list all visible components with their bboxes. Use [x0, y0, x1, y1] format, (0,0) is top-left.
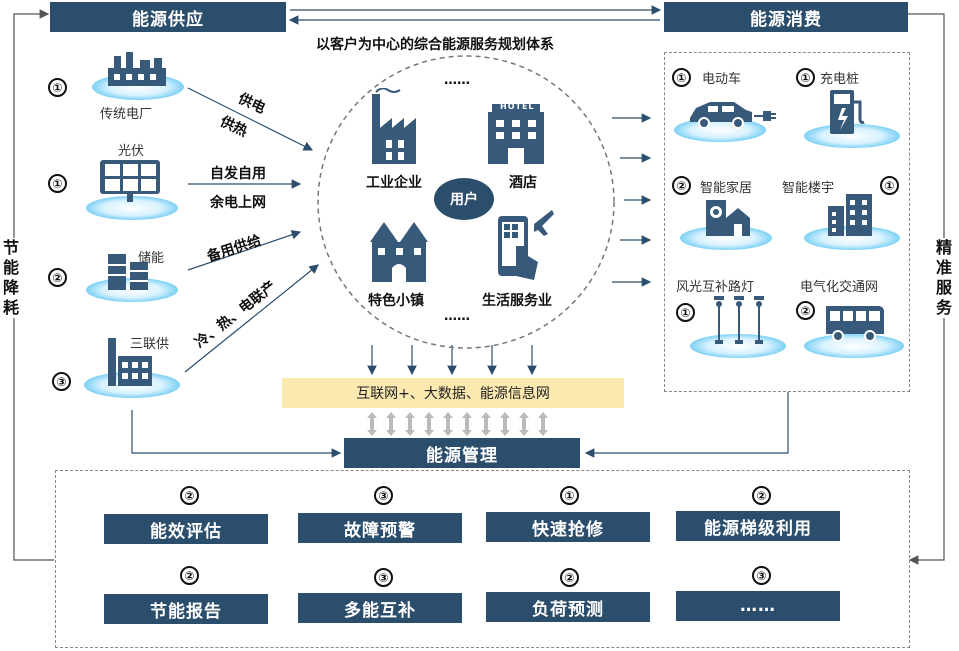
mgmt-cascade-utilization: 能源梯级利用: [676, 511, 840, 541]
user-node: 用户: [434, 178, 494, 220]
battery-storage-icon: [108, 254, 148, 290]
consumption-3-num: ②: [672, 176, 691, 195]
supply-4-num: ③: [52, 372, 71, 391]
management-header: 能源管理: [344, 438, 580, 468]
consumption-1-num: ①: [672, 68, 691, 87]
hotel-icon: [488, 104, 544, 164]
sync-arrow: [500, 412, 510, 436]
user-label: 用户: [450, 192, 478, 208]
mgmt-fault-warning: 故障预警: [298, 513, 462, 543]
mgmt-1-num: ②: [180, 486, 199, 505]
supply-4-label: 三联供: [130, 337, 170, 352]
mgmt-5-num: ②: [180, 566, 199, 585]
trigeneration-plant-icon: [108, 338, 152, 386]
mgmt-energy-saving-report: 节能报告: [104, 594, 268, 624]
mgmt-4-num: ②: [752, 486, 771, 505]
charging-station-icon: [830, 90, 865, 134]
consumption-2-label: 充电桩: [820, 72, 860, 87]
hotel-sign: HOTEL: [500, 102, 535, 111]
electric-car-icon: [690, 102, 776, 129]
supply-3-num: ②: [48, 268, 67, 287]
consumption-3-label: 智能家居: [700, 181, 753, 196]
building-icon: [828, 194, 872, 236]
consumption-4-label: 智能楼宇: [782, 181, 835, 196]
mgmt-more: ……: [676, 591, 840, 621]
side-label-left: 节能降耗: [2, 238, 20, 318]
sync-arrow: [519, 412, 529, 436]
sync-arrow: [367, 412, 377, 436]
ellipsis-top: ……: [444, 73, 470, 88]
mgmt-7-num: ②: [560, 568, 579, 587]
town-label: 特色小镇: [368, 293, 424, 309]
internet-label: 互联网+、大数据、能源信息网: [356, 386, 550, 402]
mgmt-energy-efficiency-evaluation: 能效评估: [104, 514, 268, 544]
supply-2-label: 光伏: [118, 144, 145, 159]
internet-bar: 互联网+、大数据、能源信息网: [282, 378, 624, 408]
consumption-4-num: ①: [880, 176, 899, 195]
sync-arrow: [481, 412, 491, 436]
sync-arrow: [405, 412, 415, 436]
town-icon: [370, 222, 428, 282]
mgmt-rapid-repair: 快速抢修: [486, 512, 650, 542]
supply-header: 能源供应: [50, 2, 286, 32]
mgmt-2-num: ③: [374, 486, 393, 505]
factory-icon: [372, 88, 416, 164]
solar-panel-icon: [100, 160, 160, 202]
ellipsis-bottom: ……: [444, 309, 470, 324]
mgmt-3-num: ①: [560, 486, 579, 505]
consumption-5-label: 风光互补路灯: [676, 280, 755, 295]
sync-arrow: [386, 412, 396, 436]
industrial-label: 工业企业: [366, 175, 422, 191]
consumption-header: 能源消费: [664, 2, 908, 32]
supply-1-num: ①: [48, 78, 67, 97]
sync-arrow: [462, 412, 472, 436]
consumption-panel: [664, 52, 910, 392]
hotel-label: 酒店: [509, 175, 537, 191]
power-plant-icon: [108, 52, 166, 86]
consumption-6-num: ②: [796, 301, 815, 320]
sync-arrow: [443, 412, 453, 436]
side-label-right: 精准服务: [935, 238, 953, 318]
supply-2-arrow-label-a: 自发自用: [210, 166, 266, 182]
sync-arrow: [538, 412, 548, 436]
life-services-label: 生活服务业: [482, 293, 552, 309]
consumption-5-num: ①: [676, 303, 695, 322]
supply-2-num: ①: [48, 174, 67, 193]
user-circle: [317, 55, 615, 349]
street-light-icon: [714, 296, 764, 344]
mgmt-8-num: ③: [752, 566, 771, 585]
consumption-6-label: 电气化交通网: [800, 280, 879, 295]
consumption-2-num: ①: [796, 68, 815, 87]
phone-plane-icon: [498, 210, 554, 280]
smart-home-icon: [706, 200, 750, 236]
supply-2-arrow-label-b: 余电上网: [210, 195, 266, 211]
sync-arrow: [424, 412, 434, 436]
bus-icon: [826, 306, 884, 342]
bus-glow: [804, 334, 904, 358]
management-panel: [55, 470, 910, 648]
supply-3-label: 储能: [138, 251, 165, 266]
supply-1-label: 传统电厂: [100, 107, 153, 122]
center-title: 以客户为中心的综合能源服务规划体系: [316, 37, 554, 53]
mgmt-6-num: ③: [374, 568, 393, 587]
mgmt-multi-energy-complement: 多能互补: [298, 593, 462, 623]
consumption-1-label: 电动车: [702, 72, 742, 87]
mgmt-load-forecast: 负荷预测: [486, 592, 650, 622]
